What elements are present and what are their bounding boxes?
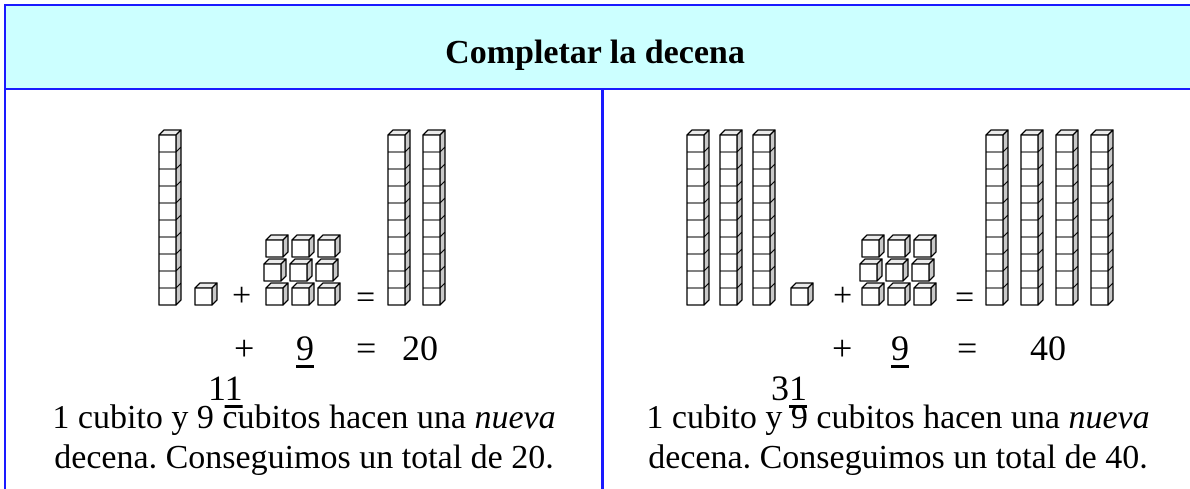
right-blocks-plus: + [833, 277, 853, 314]
right-blocks-equals: = [955, 279, 975, 316]
left-base-ten-blocks [158, 129, 446, 306]
right-blocks-added-cube [887, 282, 911, 306]
left-border [4, 4, 6, 489]
right-blocks-added-cube [913, 234, 937, 258]
left-description-line2: decena. Conseguimos un total de 20. [54, 439, 554, 476]
left-description-emphasis: nueva [474, 399, 556, 436]
left-blocks-added-cube [317, 234, 341, 258]
left-blocks-added-cube [291, 234, 315, 258]
left-eq-second-addend: 9 [296, 328, 314, 368]
column-divider [601, 90, 604, 489]
left-description-line1: 1 cubito y 9 cubitos hacen una nueva [52, 399, 556, 436]
right-blocks-added-cube [861, 282, 885, 306]
left-eq-result: 20 [402, 328, 438, 368]
right-eq-equals: = [957, 328, 978, 368]
right-addend-ones: 1 [789, 368, 807, 408]
left-blocks-equals: = [356, 279, 376, 316]
right-blocks-added-cube [885, 258, 909, 282]
left-blocks-added-cube [263, 258, 287, 282]
right-base-ten-blocks [686, 129, 1114, 306]
left-eq-plus: + [234, 328, 255, 368]
left-blocks-added-cube [291, 282, 315, 306]
left-blocks-result-rod [387, 129, 411, 306]
left-blocks-single-cube [194, 282, 218, 306]
left-blocks-added-cube [317, 282, 341, 306]
right-blocks-result-rod [985, 129, 1009, 306]
left-blocks-rod [158, 129, 182, 306]
left-equation: 11 [172, 328, 243, 448]
right-description-line2: decena. Conseguimos un total de 40. [648, 439, 1148, 476]
page-title: Completar la decena [445, 34, 745, 71]
right-blocks-added-cube [859, 258, 883, 282]
right-blocks-rod [686, 129, 710, 306]
right-eq-result: 40 [1030, 328, 1066, 368]
left-eq-equals: = [356, 328, 377, 368]
right-blocks-result-rod [1090, 129, 1114, 306]
left-blocks-added-cube [289, 258, 313, 282]
right-description-line1: 1 cubito y 9 cubitos hacen una nueva [646, 399, 1150, 436]
left-description: 1 cubito y 9 cubitos hacen una nueva dec… [14, 398, 594, 478]
left-blocks-added-cube [265, 234, 289, 258]
left-blocks-added-cube [265, 282, 289, 306]
right-blocks-rod [752, 129, 776, 306]
right-blocks-added-cube [913, 282, 937, 306]
left-addend-tens: 1 [208, 368, 225, 408]
right-eq-plus: + [832, 328, 853, 368]
right-equation: 31 [735, 328, 807, 448]
right-blocks-added-cube [861, 234, 885, 258]
right-blocks-rod [719, 129, 743, 306]
right-description: 1 cubito y 9 cubitos hacen una nueva dec… [606, 398, 1190, 478]
left-blocks-added-cube [315, 258, 339, 282]
left-addend-ones: 1 [224, 368, 243, 408]
left-blocks-plus: + [232, 277, 252, 314]
right-blocks-added-cube [911, 258, 935, 282]
right-eq-second-addend: 9 [891, 328, 909, 368]
right-description-emphasis: nueva [1068, 399, 1150, 436]
left-blocks-result-rod [422, 129, 446, 306]
title-bar [4, 4, 1190, 90]
right-blocks-added-cube [887, 234, 911, 258]
right-addend-tens: 3 [771, 368, 789, 408]
right-blocks-result-rod [1055, 129, 1079, 306]
right-blocks-single-cube [790, 282, 814, 306]
right-blocks-result-rod [1020, 129, 1044, 306]
